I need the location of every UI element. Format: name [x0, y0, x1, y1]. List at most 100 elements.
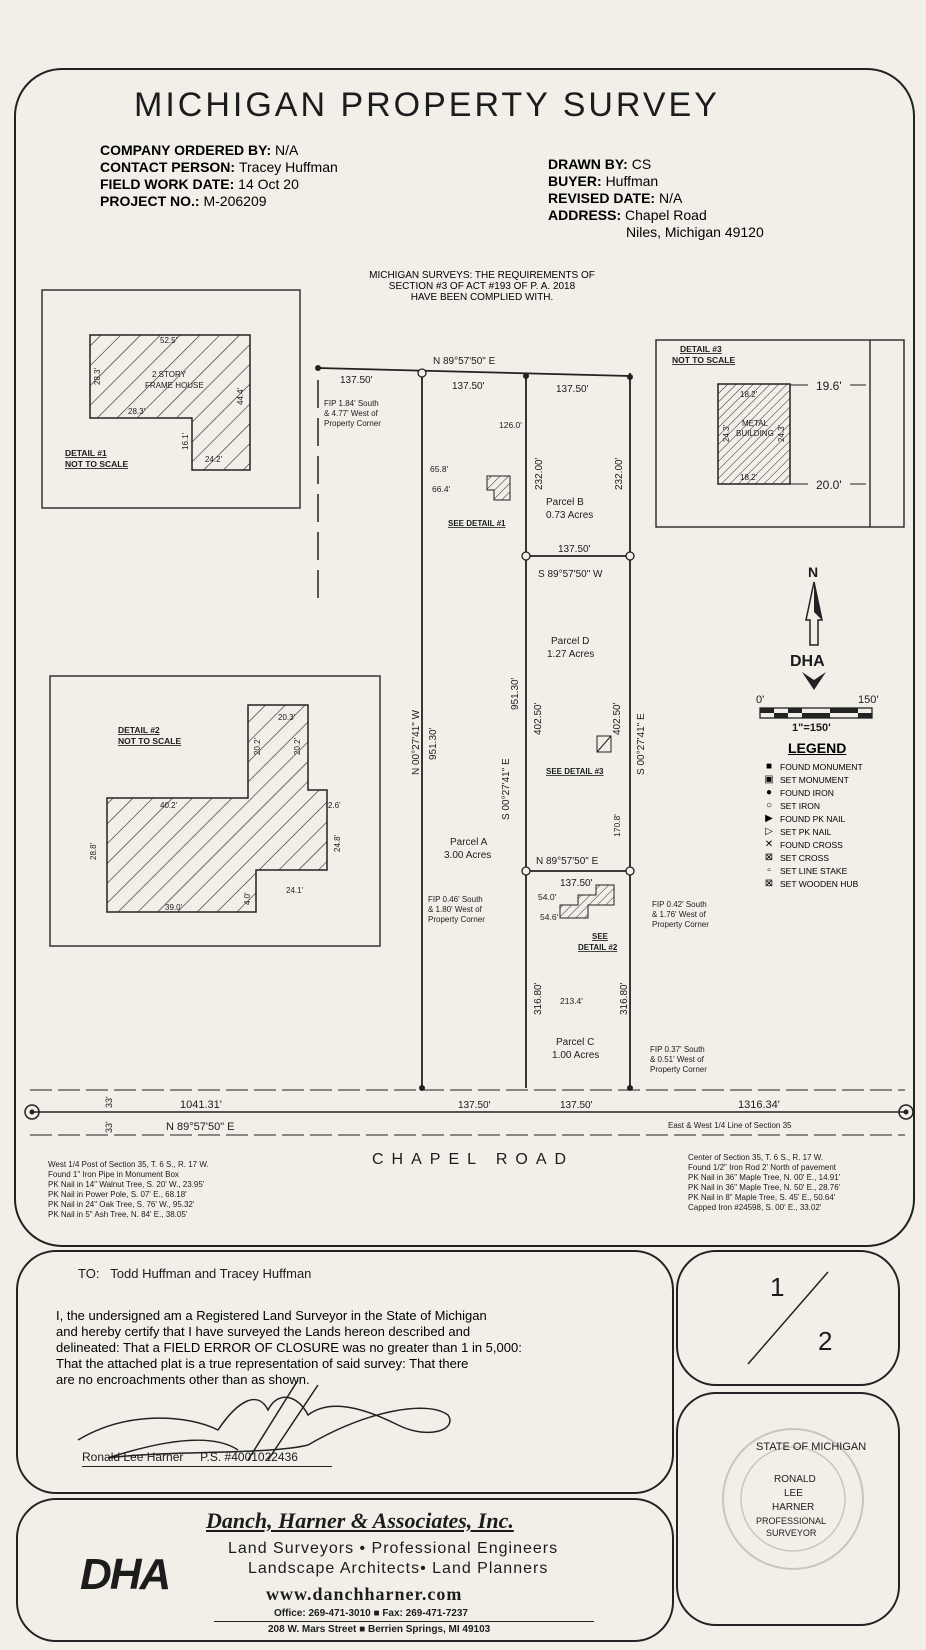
bearing-center-line: S 00°27'41" E: [501, 758, 512, 820]
dim-316-right: 316.80': [619, 982, 630, 1015]
scale-ratio: 1"=150': [792, 722, 831, 734]
d2-note: NOT TO SCALE: [118, 736, 181, 746]
fip1-line2: & 4.77' West of: [324, 409, 379, 418]
north-arrow: N DHA: [790, 564, 826, 690]
d2-dim-step: 4.0': [243, 892, 252, 905]
d1-dim-top: 52.5': [160, 336, 178, 345]
certification-text: I, the undersigned am a Registered Land …: [56, 1308, 522, 1387]
parcel-a-acres: 3.00 Acres: [444, 850, 491, 861]
company-ordered-row: COMPANY ORDERED BY: N/A: [100, 142, 299, 158]
buyer-row: BUYER: Huffman: [548, 173, 659, 189]
fip3-line3: Property Corner: [652, 920, 709, 929]
dim-65-8: 65.8': [430, 464, 449, 474]
d2-dim-top: 20.3': [278, 713, 296, 722]
legend-item: ●FOUND IRON: [758, 786, 863, 799]
svg-text:RONALD: RONALD: [774, 1474, 816, 1485]
project-info-right: DRAWN BY: CS BUYER: Huffman REVISED DATE…: [548, 156, 764, 241]
west-quarter-post: [24, 1104, 40, 1120]
dim-parcel-b-north: 137.50': [556, 384, 589, 395]
d2-dim-right: 24.8': [333, 834, 342, 852]
d3-building-label: METAL: [742, 419, 769, 428]
company-tagline-2: Landscape Architects• Land Planners: [248, 1560, 549, 1577]
bearing-north-line: N 89°57'50" E: [433, 356, 496, 367]
surveyor-seal-box: STATE OF MICHIGAN RONALD LEE HARNER PROF…: [676, 1392, 900, 1626]
d3-setback-top: 19.6': [816, 379, 842, 393]
bearing-mid-line: S 89°57'50" W: [538, 569, 603, 580]
see-detail-1: SEE DETAIL #1: [448, 519, 506, 528]
bearing-lower-line: N 89°57'50" E: [536, 856, 599, 867]
parcel-d-acres: 1.27 Acres: [547, 649, 594, 660]
north-letter: N: [808, 564, 818, 580]
svg-text:LEE: LEE: [784, 1488, 803, 1499]
see-detail-3: SEE DETAIL #3: [546, 767, 604, 776]
d1-note: NOT TO SCALE: [65, 459, 128, 469]
set-wooden-hub-icon: ⊠: [764, 878, 774, 889]
company-name: Danch, Harner & Associates, Inc.: [206, 1508, 514, 1533]
legend-item: ▣SET MONUMENT: [758, 773, 863, 786]
parcel-c-acres: 1.00 Acres: [552, 1050, 599, 1061]
set-cross-icon: ⊠: [764, 852, 774, 863]
survey-border: [14, 68, 915, 1247]
west-post-line4: PK Nail in Power Pole, S. 07' E., 68.18': [48, 1190, 187, 1199]
d1-dim-right: 44.4': [236, 387, 245, 405]
certification-box: TO: Todd Huffman and Tracey Huffman I, t…: [16, 1250, 674, 1494]
d3-dim-right: 24.3': [777, 424, 786, 442]
d2-dim-left-vert: 20.2': [253, 737, 262, 755]
surveyor-name: Ronald Lee Harner P.S. #4001022436: [82, 1450, 298, 1464]
road-name: CHAPEL ROAD: [372, 1151, 574, 1168]
fip1-line1: FIP 1.84' South: [324, 399, 379, 408]
dim-316-left: 316.80': [533, 982, 544, 1015]
revised-date-row: REVISED DATE: N/A: [548, 190, 683, 206]
center-post-line6: Capped Iron #24598, S. 00' E., 33.02': [688, 1203, 822, 1212]
dim-54-6: 54.6': [540, 912, 559, 922]
svg-text:HARNER: HARNER: [772, 1502, 814, 1513]
scale-bar: 0' 150' 1"=150': [756, 694, 878, 734]
parcel-c-name: Parcel C: [556, 1037, 594, 1048]
parcel-d-name: Parcel D: [551, 636, 589, 647]
d1-dim-inner: 28.3': [128, 407, 146, 416]
dim-66-4: 66.4': [432, 484, 451, 494]
see-detail-2-b: DETAIL #2: [578, 943, 618, 952]
d3-label: DETAIL #3: [680, 344, 722, 354]
set-monument-icon: ▣: [764, 774, 774, 785]
fip2-line2: & 1.80' West of: [428, 905, 483, 914]
legend: LEGEND ■FOUND MONUMENT ▣SET MONUMENT ●FO…: [758, 740, 863, 890]
dim-951-west: 951.30': [428, 727, 439, 760]
dim-1041: 1041.31': [180, 1099, 222, 1111]
d3-building-label-2: BUILDING: [736, 429, 774, 438]
legend-item: ⊠SET WOODEN HUB: [758, 877, 863, 890]
d2-label: DETAIL #2: [118, 725, 160, 735]
sheet-total: 2: [818, 1326, 833, 1356]
d1-dim-bottom: 24.2': [205, 455, 223, 464]
road-width-bottom: 33': [104, 1121, 114, 1133]
company-address: 208 W. Mars Street ■ Berrien Springs, MI…: [268, 1624, 491, 1635]
bearing-road: N 89°57'50" E: [166, 1121, 235, 1133]
detail-2: 20.3' 20.2' 20.2' 40.2' 2.6' 28.8' 24.8'…: [49, 675, 381, 947]
company-box: Danch, Harner & Associates, Inc. DHA Lan…: [16, 1498, 674, 1642]
found-pk-nail-icon: ▶: [765, 813, 773, 824]
company-website[interactable]: www.danchharner.com: [266, 1584, 463, 1604]
dim-170-8: 170.8': [612, 814, 622, 837]
dim-parcel-d-south: 137.50': [560, 878, 593, 889]
detail-1: 52.5' 28.3' 28.3' 44.4' 16.1' 24.2' 2 ST…: [41, 289, 301, 509]
d1-house-label: 2 STORY: [152, 370, 187, 379]
project-info-left: COMPANY ORDERED BY: N/A CONTACT PERSON: …: [100, 142, 338, 210]
west-post-line3: PK Nail in 14" Walnut Tree, S. 20' W., 2…: [48, 1180, 205, 1189]
drawn-by-row: DRAWN BY: CS: [548, 156, 652, 172]
parcel-b-acres: 0.73 Acres: [546, 510, 593, 521]
fip4-line2: & 0.51' West of: [650, 1055, 705, 1064]
surveyor-signature: [77, 1379, 451, 1461]
found-monument-icon: ■: [765, 761, 773, 772]
set-line-stake-icon: ▫: [767, 865, 771, 876]
dim-road-parcel-c: 137.50': [560, 1100, 593, 1111]
legend-item: ▷SET PK NAIL: [758, 825, 863, 838]
scale-150: 150': [858, 694, 878, 706]
legend-item: ⊠SET CROSS: [758, 851, 863, 864]
signature-line: [82, 1466, 332, 1467]
parcel-b-name: Parcel B: [546, 497, 584, 508]
dim-232-right: 232.00': [614, 457, 625, 490]
d2-dim-lower-right: 24.1': [286, 886, 304, 895]
west-post-line6: PK Nail in 5" Ash Tree, N. 84' E., 38.05…: [48, 1210, 188, 1219]
d1-dim-left: 28.3': [93, 367, 102, 385]
center-post-line5: PK Nail in 8" Maple Tree, S. 45' E., 50.…: [688, 1193, 836, 1202]
